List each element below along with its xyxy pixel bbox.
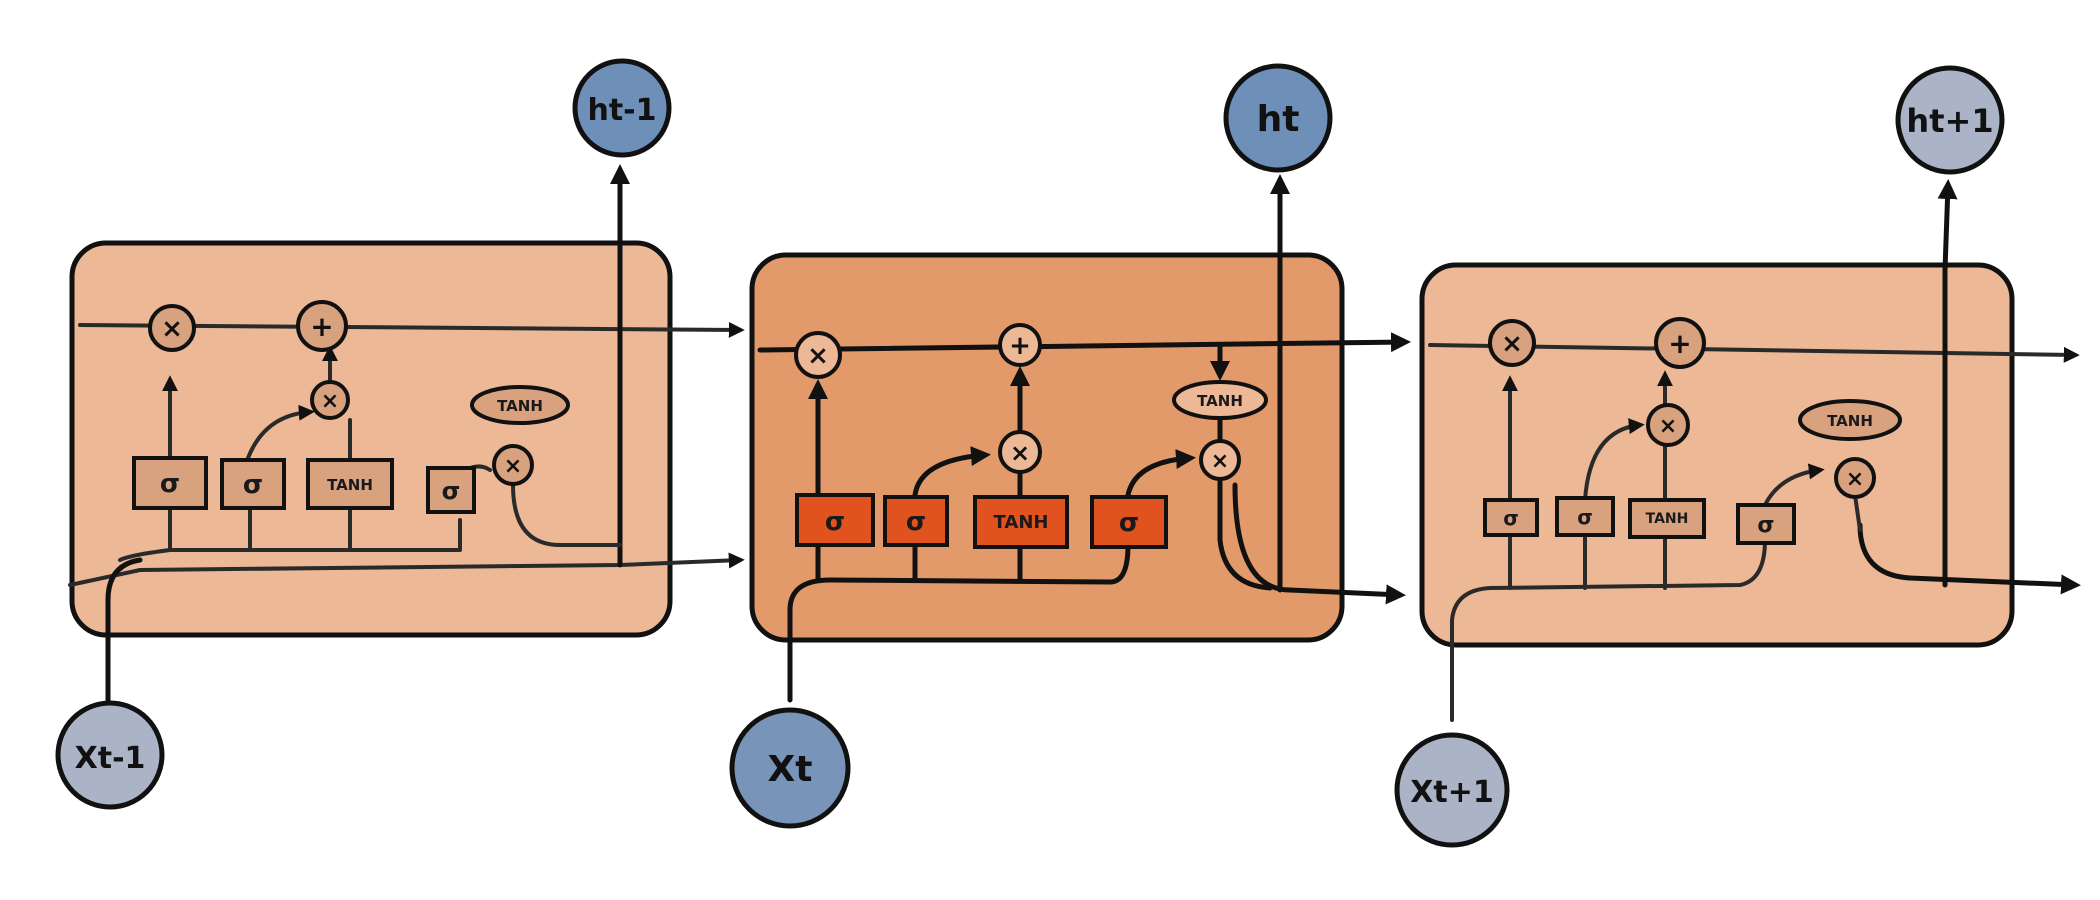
- cell-state-line: [757, 332, 1411, 353]
- gate-feed-wire: [1450, 538, 1767, 722]
- add-op: [1654, 317, 1706, 369]
- tanh-op-label: TANH: [497, 397, 543, 415]
- tanh-op: [470, 385, 570, 425]
- input-node-1: Xt-1: [55, 700, 165, 810]
- output-multiply-symbol: ×: [504, 454, 522, 479]
- add-op: [296, 300, 348, 352]
- tanh-gate-box: [973, 495, 1069, 549]
- output-gate-box: [1736, 503, 1796, 545]
- input-node-label: Xt+1: [1410, 775, 1493, 810]
- output-mult-down: [1853, 493, 1862, 532]
- input-multiply-op: [1646, 403, 1690, 447]
- output-node-2: ht: [1223, 63, 1333, 173]
- input-node-circle: [55, 700, 165, 810]
- input-node-circle: [729, 707, 851, 829]
- cell-body: [69, 240, 673, 638]
- tanh-gate-box: [306, 458, 394, 510]
- forget-multiply-symbol: ×: [161, 314, 183, 344]
- forget-multiply-symbol: ×: [1501, 329, 1523, 359]
- output-gate-to-mult: [1125, 449, 1196, 498]
- tanh-op-label: TANH: [1827, 412, 1873, 430]
- forget-gate-box: [795, 493, 875, 547]
- input-gate-label: σ: [243, 470, 263, 500]
- output-multiply-op: [492, 444, 534, 486]
- tanh-gate-label: TANH: [994, 512, 1049, 533]
- output-multiply-op: [1834, 457, 1876, 499]
- gate-feed-wire: [118, 518, 463, 562]
- forget-gate-label: σ: [825, 507, 845, 537]
- output-arrow: [1937, 179, 1958, 273]
- hidden-state-line: [1857, 522, 2081, 595]
- output-node-circle: [1895, 65, 2005, 175]
- input-multiply-symbol: ×: [321, 389, 339, 414]
- forget-gate-box: [132, 456, 208, 510]
- input-gate-label: σ: [1577, 505, 1593, 529]
- output-gate-label: σ: [1757, 513, 1774, 538]
- output-node-1: ht-1: [572, 58, 672, 158]
- output-node-circle: [1223, 63, 1333, 173]
- output-mult-down: [1217, 477, 1273, 591]
- cell-state-line: [1428, 343, 2080, 363]
- tanh-gate-label: TANH: [327, 476, 373, 494]
- add-symbol: +: [1668, 327, 1691, 360]
- forget-gate-label: σ: [160, 469, 180, 499]
- output-node-circle: [572, 58, 672, 158]
- input-gate-box: [883, 495, 949, 547]
- output-gate-to-mult: [1763, 463, 1825, 507]
- input-node-circle: [1394, 732, 1510, 848]
- tanh-gate-label: TANH: [1646, 511, 1689, 527]
- add-op: [998, 323, 1042, 367]
- tanh-op-label: TANH: [1197, 392, 1243, 410]
- hidden-state-line: [1232, 482, 1406, 605]
- lstm-cell-2: σ σ TANH σ × + × TANH ×: [749, 174, 1411, 703]
- forget-multiply-op: [794, 331, 842, 379]
- input-node-3: Xt+1: [1394, 732, 1510, 848]
- output-node-label: ht-1: [587, 93, 656, 128]
- output-node-label: ht: [1257, 99, 1300, 140]
- input-gate-box: [1555, 496, 1615, 537]
- input-gate-label: σ: [906, 507, 926, 537]
- forget-multiply-symbol: ×: [807, 341, 829, 371]
- input-node-label: Xt: [768, 749, 813, 790]
- input-node-2: Xt: [729, 707, 851, 829]
- input-multiply-op: [998, 430, 1042, 474]
- tanh-op: [1798, 399, 1902, 441]
- forget-multiply-op: [1488, 319, 1536, 367]
- output-gate-label: σ: [1119, 508, 1139, 538]
- add-symbol: +: [310, 310, 333, 343]
- output-multiply-symbol: ×: [1846, 467, 1864, 492]
- output-node-label: ht+1: [1906, 102, 1993, 140]
- forget-multiply-op: [148, 304, 196, 352]
- input-multiply-symbol: ×: [1659, 414, 1677, 439]
- input-to-mult: [1583, 418, 1645, 502]
- input-to-mult: [246, 404, 315, 460]
- add-symbol: +: [1009, 331, 1031, 361]
- output-gate-box: [426, 466, 476, 514]
- input-node-label: Xt-1: [75, 741, 146, 776]
- input-to-mult: [912, 446, 991, 498]
- output-node-3: ht+1: [1895, 65, 2005, 175]
- lstm-cell-1: σ σ TANH σ × + × TANH ×: [68, 164, 745, 703]
- forget-gate-box: [1483, 498, 1539, 537]
- input-multiply-symbol: ×: [1010, 439, 1030, 467]
- lstm-cell-3: σ σ TANH σ × + × TANH ×: [1419, 179, 2081, 722]
- output-mult-down: [511, 483, 622, 547]
- tanh-op: [1172, 380, 1268, 420]
- input-wire: [105, 557, 143, 703]
- output-multiply-symbol: ×: [1211, 449, 1229, 474]
- hidden-state-line: [68, 552, 745, 587]
- forget-gate-label: σ: [1503, 506, 1519, 530]
- input-multiply-op: [310, 380, 350, 420]
- output-gate-box: [1090, 495, 1168, 549]
- tanh-gate-box: [1628, 498, 1706, 539]
- output-gate-label: σ: [442, 477, 461, 505]
- input-gate-box: [220, 458, 286, 510]
- gate-feed-wire: [787, 542, 1131, 703]
